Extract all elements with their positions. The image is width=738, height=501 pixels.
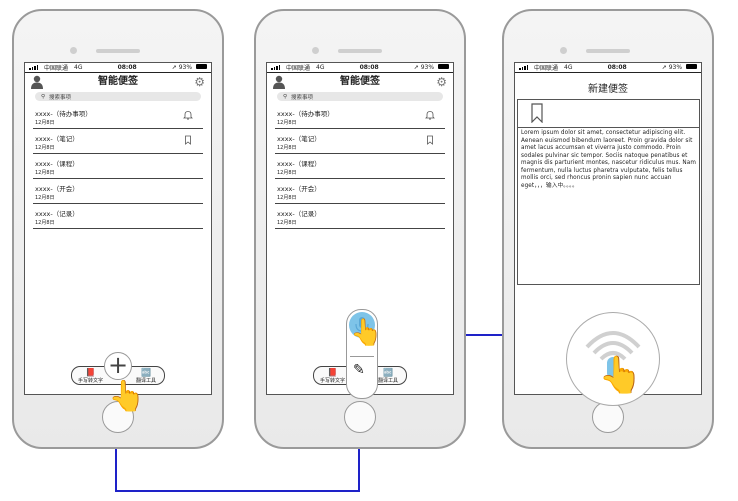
status-bar: 中国联通 4G 08:08 ➚ 93%: [267, 63, 453, 73]
list-item[interactable]: xxxx-（开会） 12月8日: [275, 179, 445, 204]
clock: 08:08: [117, 64, 137, 71]
clock: 08:08: [607, 64, 627, 71]
speaker: [338, 49, 382, 53]
list-item[interactable]: xxxx-（待办事项） 12月8日: [275, 104, 445, 129]
bell-icon[interactable]: [425, 110, 435, 120]
connector-line: [115, 490, 360, 492]
gear-icon[interactable]: ⚙: [436, 75, 447, 89]
hand-cursor-icon: 👆: [598, 355, 643, 396]
voice-recording-button[interactable]: [566, 312, 660, 406]
page-title: 新建便签: [588, 84, 628, 95]
network: 4G: [316, 64, 325, 71]
edit-icon[interactable]: ✎: [353, 362, 365, 378]
list-item[interactable]: xxxx-（笔记） 12月8日: [275, 129, 445, 154]
bookmark-icon[interactable]: [530, 103, 544, 123]
page-title: 智能便签: [340, 76, 380, 87]
search-icon: ⚲: [283, 93, 288, 100]
carrier: 中国联通: [286, 65, 311, 72]
network: 4G: [74, 64, 83, 71]
status-bar: 中国联通 4G 08:08 ➚ 93%: [515, 63, 701, 73]
signal-icon: [29, 65, 38, 70]
location-icon: ➚: [171, 64, 177, 71]
signal-icon: [519, 65, 528, 70]
battery-percent: 93%: [178, 64, 193, 71]
editor-header: [518, 100, 699, 128]
hand-cursor-icon: 👆: [350, 318, 383, 348]
list-screen: 中国联通 4G 08:08 ➚ 93% 智能便签 ⚙ ⚲ 搜索事项 xxxx-（…: [24, 62, 212, 395]
book-icon: 📕: [327, 368, 338, 377]
translate-button[interactable]: 🔤 翻译工具: [377, 368, 398, 385]
voice-button[interactable]: [349, 312, 375, 338]
handwriting-button[interactable]: 📕 手写转文字: [320, 368, 346, 385]
plus-icon: +: [107, 351, 129, 379]
location-icon: ➚: [661, 64, 667, 71]
avatar-icon[interactable]: [272, 75, 286, 89]
search-icon: ⚲: [41, 93, 46, 100]
note-editor[interactable]: Lorem ipsum dolor sit amet, consectetur …: [517, 99, 700, 285]
speaker: [586, 49, 630, 53]
speaker: [96, 49, 140, 53]
microphone-wave-icon: [585, 331, 641, 379]
microphone-icon: [355, 317, 369, 332]
connector-line: [115, 410, 117, 492]
hand-cursor-icon: 👆: [108, 379, 146, 414]
add-button[interactable]: +: [104, 352, 132, 380]
action-menu: ✎: [346, 309, 378, 399]
book-icon: 📕: [85, 368, 96, 377]
list-item[interactable]: xxxx-（记录） 12月8日: [275, 204, 445, 229]
battery-icon: [196, 64, 207, 69]
carrier: 中国联通: [44, 65, 69, 72]
list-item[interactable]: xxxx-（开会） 12月8日: [33, 179, 203, 204]
note-body[interactable]: Lorem ipsum dolor sit amet, consectetur …: [521, 130, 696, 189]
home-button[interactable]: [592, 401, 624, 433]
search-input[interactable]: ⚲ 搜索事项: [35, 92, 201, 101]
status-bar: 中国联通 4G 08:08 ➚ 93%: [25, 63, 211, 73]
camera: [560, 47, 567, 54]
battery-percent: 93%: [420, 64, 435, 71]
signal-icon: [271, 65, 280, 70]
phone-list: 中国联通 4G 08:08 ➚ 93% 智能便签 ⚙ ⚲ 搜索事项 xxxx-（…: [12, 9, 224, 449]
avatar-icon[interactable]: [30, 75, 44, 89]
clock: 08:08: [359, 64, 379, 71]
translate-icon: 🔤: [383, 368, 393, 377]
list-item[interactable]: xxxx-（待办事项） 12月8日: [33, 104, 203, 129]
translate-button[interactable]: 🔤 翻译工具: [135, 368, 156, 385]
list-item[interactable]: xxxx-（课程） 12月8日: [33, 154, 203, 179]
list-item[interactable]: xxxx-（笔记） 12月8日: [33, 129, 203, 154]
battery-percent: 93%: [668, 64, 683, 71]
translate-icon: 🔤: [141, 368, 151, 377]
handwriting-button[interactable]: 📕 手写转文字: [78, 368, 104, 385]
battery-icon: [686, 64, 697, 69]
location-icon: ➚: [413, 64, 419, 71]
camera: [70, 47, 77, 54]
network: 4G: [564, 64, 573, 71]
battery-icon: [438, 64, 449, 69]
bottom-toolbar: 📕 手写转文字 🔤 翻译工具 +: [71, 352, 165, 385]
bookmark-icon[interactable]: [425, 135, 435, 145]
home-button[interactable]: [102, 401, 134, 433]
list-item[interactable]: xxxx-（记录） 12月8日: [33, 204, 203, 229]
home-button[interactable]: [344, 401, 376, 433]
bookmark-icon[interactable]: [183, 135, 193, 145]
divider: [350, 356, 374, 357]
search-input[interactable]: ⚲ 搜索事项: [277, 92, 443, 101]
gear-icon[interactable]: ⚙: [194, 75, 205, 89]
page-title: 智能便签: [98, 76, 138, 87]
bell-icon[interactable]: [183, 110, 193, 120]
list-item[interactable]: xxxx-（课程） 12月8日: [275, 154, 445, 179]
carrier: 中国联通: [534, 65, 559, 72]
camera: [312, 47, 319, 54]
